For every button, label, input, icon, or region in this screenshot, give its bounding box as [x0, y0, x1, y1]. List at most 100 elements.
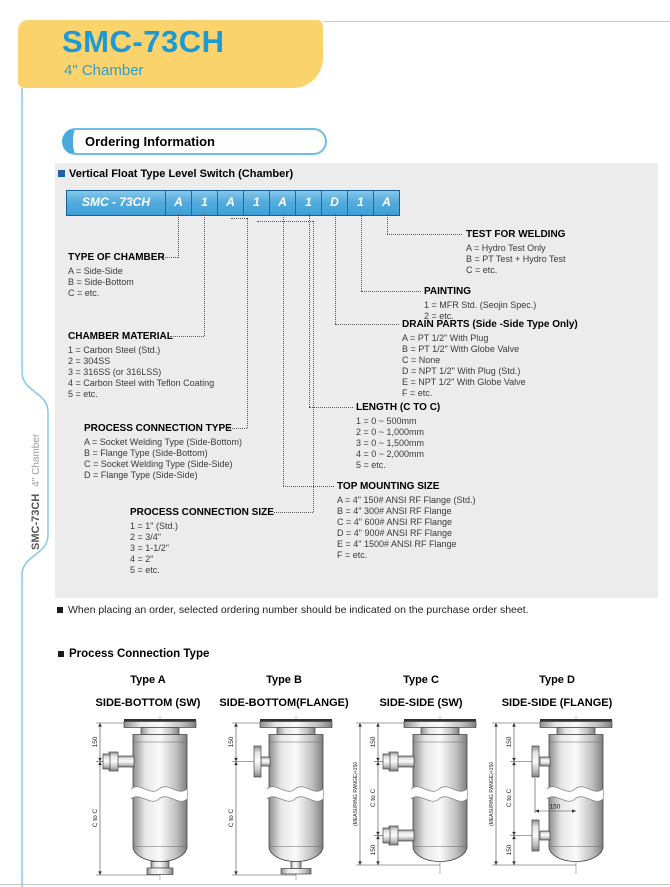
dim-label-150: 150 — [506, 844, 513, 855]
option-group-painting: PAINTING 1 = MFR Std. (Seojin Spec.) 2 =… — [424, 286, 536, 322]
dim-label-150: 150 — [92, 736, 99, 747]
option-item: A = Socket Welding Type (Side-Bottom) — [84, 437, 242, 447]
option-group-type-of-chamber: TYPE OF CHAMBER A = Side-Side B = Side-B… — [68, 252, 165, 299]
option-item: F = etc. — [402, 388, 433, 398]
option-item: 3 = 1-1/2" — [130, 543, 169, 553]
dim-label-150: 150 — [506, 736, 513, 747]
option-item: 4 = 2" — [130, 554, 154, 564]
code-cell-5: A — [270, 191, 296, 215]
option-item: A = PT 1/2" With Plug — [402, 333, 489, 343]
option-group-process-connection-size: PROCESS CONNECTION SIZE 1 = 1" (Std.) 2 … — [130, 507, 274, 576]
code-cell-8: 1 — [348, 191, 374, 215]
page-subtitle: 4" Chamber — [64, 62, 144, 79]
connector-line — [204, 214, 205, 336]
option-item: 1 = 1" (Std.) — [130, 521, 178, 531]
order-note-text: When placing an order, selected ordering… — [68, 604, 529, 616]
option-item: C = etc. — [466, 265, 498, 275]
connector-line — [309, 407, 353, 408]
option-item: A = Hydro Test Only — [466, 243, 546, 253]
option-item: 3 = 0 ~ 1,500mm — [356, 438, 425, 448]
code-cell-3: A — [218, 191, 244, 215]
left-guide-line — [21, 88, 49, 887]
option-group-length-c-to-c: LENGTH (C TO C) 1 = 0 ~ 500mm 2 = 0 ~ 1,… — [356, 402, 440, 471]
bottom-divider — [0, 884, 670, 885]
type-label: Type C — [403, 674, 439, 686]
ordering-code-table: SMC - 73CH A 1 A 1 A 1 D 1 A — [66, 190, 400, 216]
product-heading-text: Vertical Float Type Level Switch (Chambe… — [69, 168, 294, 180]
group-title: CHAMBER MATERIAL — [68, 331, 173, 342]
option-item: 4 = Carbon Steel with Teflon Coating — [68, 378, 215, 388]
type-c-column-header: Type C SIDE-SIDE (SW) — [350, 674, 492, 709]
connector-line — [231, 218, 247, 219]
code-cell-6: 1 — [296, 191, 322, 215]
type-a-column-header: Type A SIDE-BOTTOM (SW) — [77, 674, 219, 709]
code-cell-4: 1 — [244, 191, 270, 215]
connector-line — [283, 214, 284, 486]
option-group-process-connection-type: PROCESS CONNECTION TYPE A = Socket Weldi… — [84, 423, 242, 481]
dim-label-c-to-c: C to C — [506, 788, 513, 807]
connector-line — [247, 218, 248, 428]
connector-line — [335, 324, 399, 325]
option-item: 1 = MFR Std. (Seojin Spec.) — [424, 300, 537, 310]
connector-line — [257, 221, 313, 222]
option-item: 2 = 0 ~ 1,000mm — [356, 427, 425, 437]
code-cell-9: A — [374, 191, 399, 215]
diagram-type-d: 150 C to C 150 (MEASURING RANGE)+150 150 — [489, 716, 613, 874]
group-title: TOP MOUNTING SIZE — [337, 481, 440, 492]
section-title: Ordering Information — [85, 134, 215, 149]
type-b-column-header: Type B SIDE-BOTTOM(FLANGE) — [213, 674, 355, 709]
group-title: PROCESS CONNECTION TYPE — [84, 423, 232, 434]
group-title: TYPE OF CHAMBER — [68, 252, 165, 263]
connector-line — [283, 486, 334, 487]
option-group-test-for-welding: TEST FOR WELDING A = Hydro Test Only B =… — [466, 229, 566, 276]
option-item: B = Flange Type (Side-Bottom) — [84, 448, 208, 458]
code-cell-7: D — [322, 191, 348, 215]
dim-label-150: 150 — [370, 736, 377, 747]
header-banner: SMC-73CH 4" Chamber — [18, 20, 323, 88]
option-item: B = PT 1/2" With Globe Valve — [402, 344, 520, 354]
sidebar-chamber-text: 4" Chamber — [31, 433, 42, 487]
option-item: D = 4" 900# ANSI RF Flange — [337, 528, 453, 538]
type-label: Type A — [130, 674, 166, 686]
dim-label-150: 150 — [370, 844, 377, 855]
option-item: C = Socket Welding Type (Side-Side) — [84, 459, 233, 469]
option-item: 2 = 3/4" — [130, 532, 161, 542]
dim-label-c-to-c: C to C — [370, 788, 377, 807]
option-item: 5 = etc. — [68, 389, 98, 399]
sidebar-vertical-label: SMC-73CH 4" Chamber — [26, 418, 44, 550]
connector-line — [387, 214, 388, 234]
option-group-drain-parts: DRAIN PARTS (Side -Side Type Only) A = P… — [402, 319, 578, 399]
option-item: C = 4" 600# ANSI RF Flange — [337, 517, 453, 527]
order-note: When placing an order, selected ordering… — [57, 604, 529, 616]
option-item: C = etc. — [68, 288, 100, 298]
diagram-type-c: 150 C to C 150 (MEASURING RANGE)+150 — [353, 716, 477, 874]
option-item: 2 = etc. — [424, 311, 454, 321]
black-square-bullet-icon — [57, 607, 63, 613]
sidebar-model-text: SMC-73CH — [30, 493, 42, 550]
type-name: SIDE-SIDE (FLANGE) — [501, 697, 613, 709]
connector-line — [313, 221, 314, 512]
type-name: SIDE-SIDE (SW) — [379, 697, 463, 709]
type-label: Type D — [539, 674, 575, 686]
connector-line — [162, 257, 178, 258]
connector-line — [361, 291, 421, 292]
option-item: A = 4" 150# ANSI RF Flange (Std.) — [337, 495, 476, 505]
code-cell-1: A — [166, 191, 192, 215]
group-title: DRAIN PARTS (Side -Side Type Only) — [402, 319, 578, 330]
option-group-top-mounting-size: TOP MOUNTING SIZE A = 4" 150# ANSI RF Fl… — [337, 481, 476, 561]
option-item: 2 = 304SS — [68, 356, 111, 366]
option-item: E = NPT 1/2" With Globe Valve — [402, 377, 526, 387]
option-item: 1 = Carbon Steel (Std.) — [68, 345, 161, 355]
type-label: Type B — [266, 674, 302, 686]
option-item: D = NPT 1/2" With Plug (Std.) — [402, 366, 521, 376]
connector-line — [335, 214, 336, 324]
type-name: SIDE-BOTTOM (SW) — [95, 697, 201, 709]
group-title: PROCESS CONNECTION SIZE — [130, 507, 274, 518]
product-heading: Vertical Float Type Level Switch (Chambe… — [58, 168, 293, 180]
option-item: B = Side-Bottom — [68, 277, 134, 287]
type-name: SIDE-BOTTOM(FLANGE) — [219, 697, 349, 709]
connector-line — [178, 214, 179, 258]
connector-line — [228, 428, 247, 429]
option-item: E = 4" 1500# ANSI RF Flange — [337, 539, 457, 549]
